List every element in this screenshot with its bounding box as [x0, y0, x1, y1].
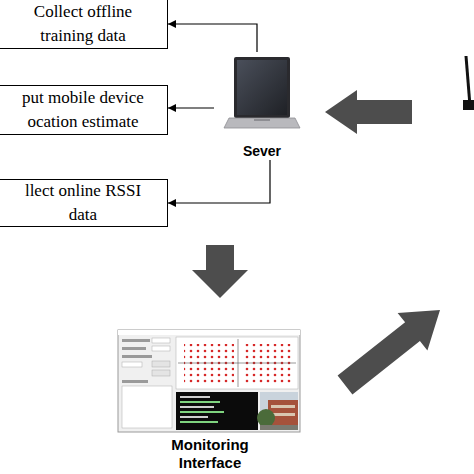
form-button	[152, 361, 170, 367]
laptop-icon	[224, 57, 300, 128]
console-line	[180, 396, 210, 398]
node-caption: Monitoring Interface	[160, 436, 260, 472]
reference-points	[184, 344, 234, 384]
console-line	[180, 421, 218, 423]
laptop-screen	[237, 60, 287, 115]
text-area	[122, 386, 172, 428]
console-line	[180, 411, 224, 413]
form-field	[122, 339, 150, 342]
window-frame	[118, 330, 300, 432]
laptop-lid	[234, 57, 290, 118]
console-line	[180, 406, 214, 408]
connector-arrow	[168, 24, 257, 52]
photo-ground	[260, 425, 298, 430]
laptop-hinge	[254, 119, 270, 121]
server-node: Sever	[214, 52, 310, 160]
connector-arrow	[168, 107, 214, 108]
box-label: put mobile device ocation estimate	[9, 86, 157, 134]
antenna-icon	[463, 56, 474, 110]
form-field	[152, 346, 170, 351]
flow-arrow	[206, 160, 234, 298]
process-box: llect online RSSI data	[0, 179, 168, 227]
map-wall	[178, 363, 296, 364]
form-field	[152, 338, 170, 343]
process-box: Collect offline training data	[0, 0, 168, 49]
form-field	[122, 362, 142, 367]
screenshot	[118, 330, 300, 432]
photo-window	[271, 405, 295, 408]
title-bar	[118, 330, 300, 335]
form-field	[122, 380, 148, 383]
node-caption: Sever	[214, 142, 310, 160]
console-panel	[176, 392, 258, 430]
form-field	[122, 355, 152, 358]
monitor-node: Monitoring Interface	[110, 298, 310, 472]
floor-map	[176, 337, 298, 389]
console-line	[180, 401, 220, 403]
connector-arrow	[168, 160, 270, 203]
laptop-base	[224, 118, 300, 128]
box-label: Collect offline training data	[9, 0, 157, 48]
box-label: llect online RSSI data	[9, 179, 157, 227]
photo-tree	[257, 409, 275, 427]
reference-points	[244, 344, 292, 384]
antenna-rod	[466, 56, 470, 106]
flow-arrow	[338, 310, 440, 394]
console-line	[180, 416, 208, 418]
form-button	[152, 370, 170, 376]
antenna-base	[463, 100, 474, 110]
process-box: put mobile device ocation estimate	[0, 85, 168, 135]
form-field	[122, 347, 146, 350]
flow-arrow	[325, 90, 412, 134]
